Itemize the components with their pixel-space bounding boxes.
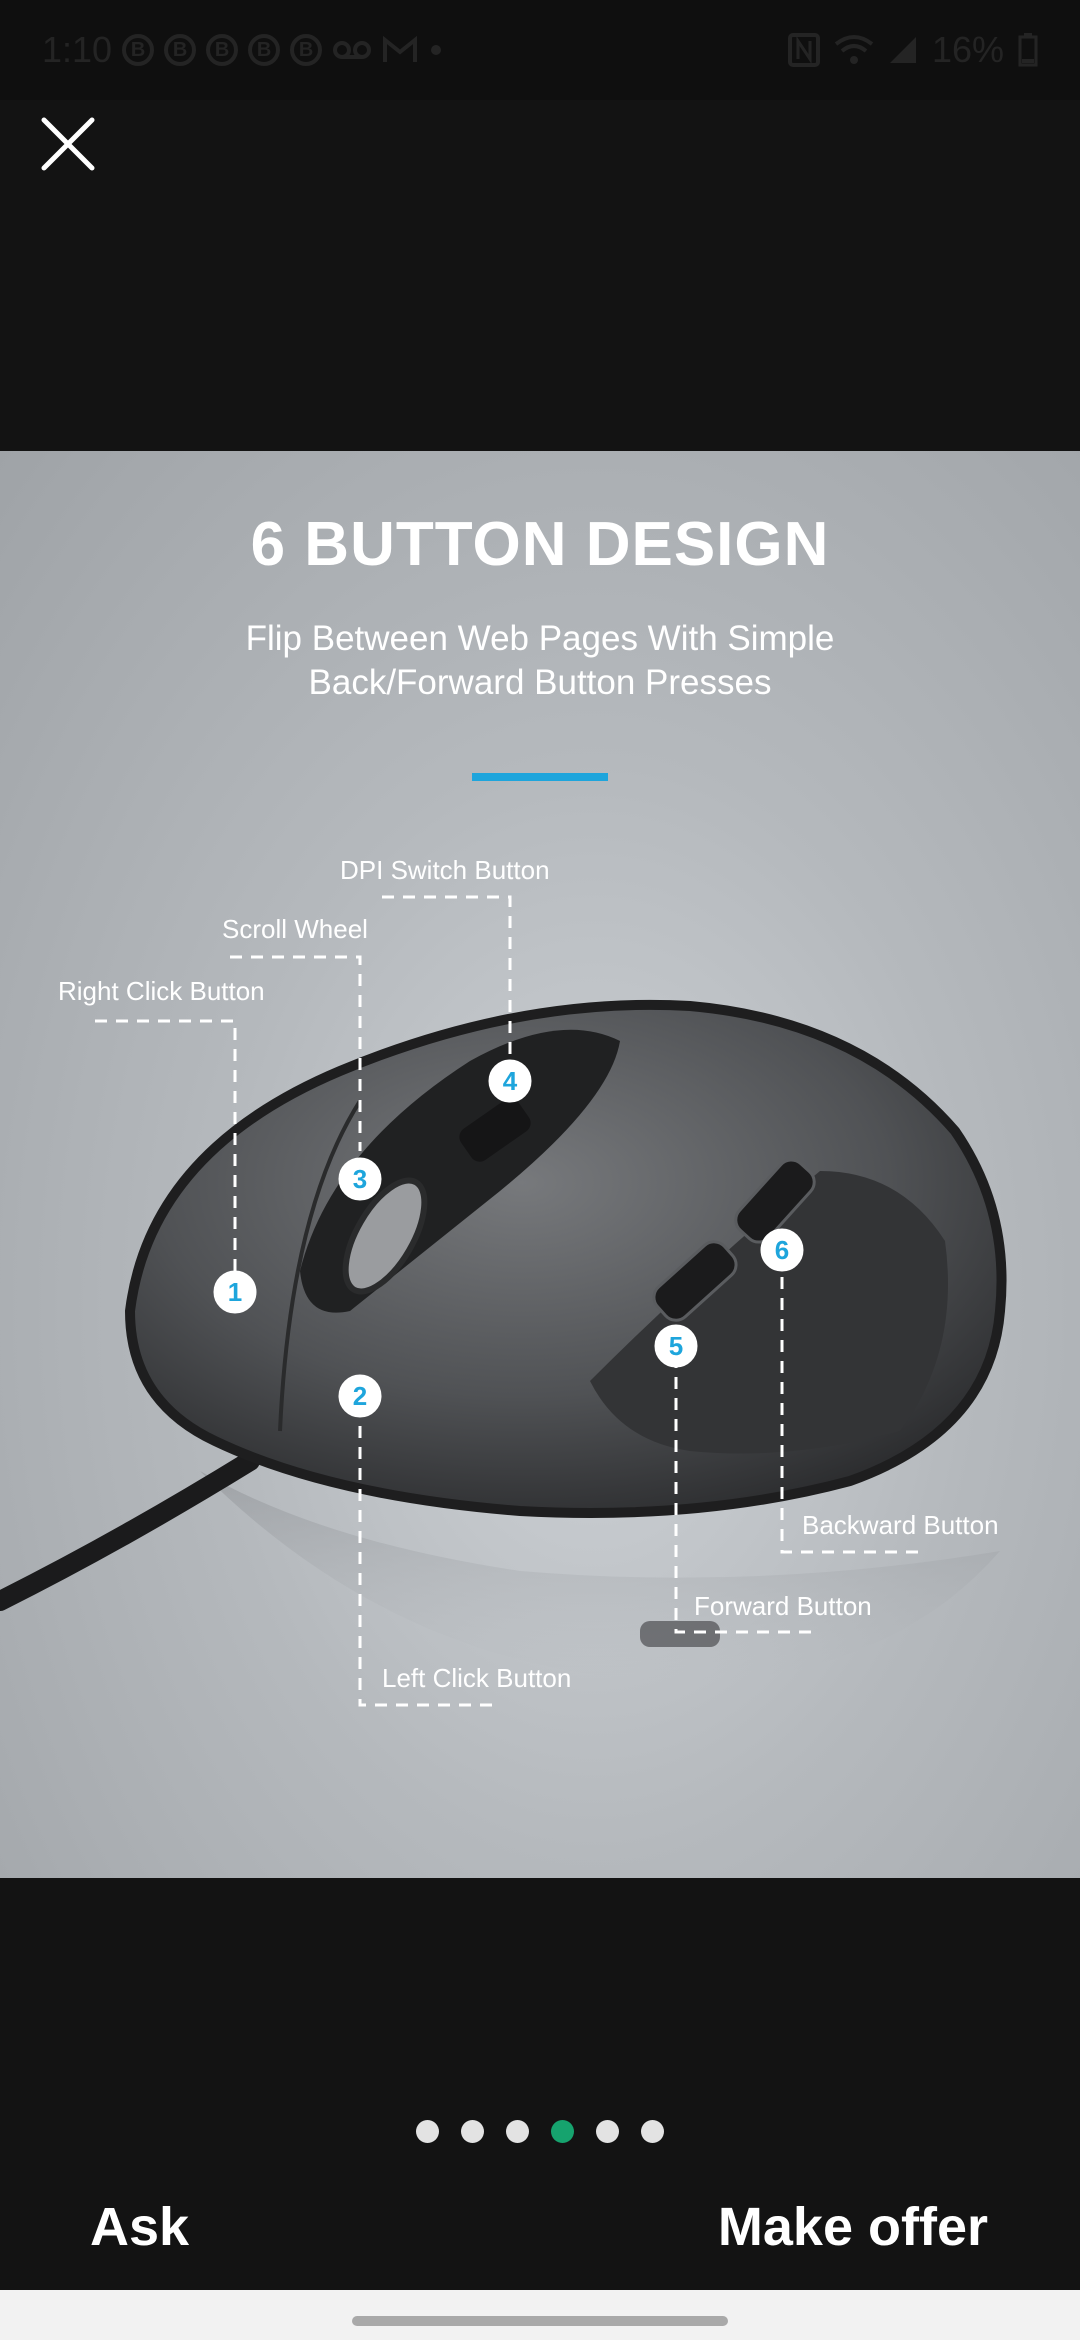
dot-icon — [431, 45, 442, 55]
callout-number-4: 4 — [503, 1066, 518, 1096]
carousel-dot-4[interactable] — [551, 2120, 574, 2143]
nfc-icon — [787, 33, 820, 67]
b-notification-icon: B — [164, 34, 197, 66]
carousel-dot-2[interactable] — [461, 2120, 484, 2143]
callout-right-click: Right Click Button — [58, 976, 265, 1006]
callout-number-5: 5 — [669, 1331, 683, 1361]
b-notification-icon: B — [248, 34, 281, 66]
battery-icon — [1018, 33, 1038, 67]
carousel-dot-6[interactable] — [641, 2120, 664, 2143]
mouse-illustration: 1 2 3 4 5 6 — [0, 895, 1007, 1707]
accent-bar — [472, 773, 608, 781]
home-indicator[interactable] — [352, 2316, 728, 2326]
status-bar: 1:10 B B B B B 16% — [0, 0, 1080, 100]
callout-backward: Backward Button — [802, 1510, 999, 1540]
signal-icon — [889, 37, 916, 63]
status-time: 1:10 — [42, 29, 113, 70]
callout-number-6: 6 — [775, 1235, 789, 1265]
product-image[interactable]: 6 BUTTON DESIGN Flip Between Web Pages W… — [0, 451, 1080, 1878]
b-notification-icon: B — [206, 34, 239, 66]
carousel-dot-1[interactable] — [416, 2120, 439, 2143]
status-left: 1:10 B B B B B — [42, 22, 444, 78]
image-subtitle: Flip Between Web Pages With Simple Back/… — [0, 617, 1080, 705]
image-subtitle-line-2: Back/Forward Button Presses — [308, 663, 772, 702]
make-offer-button[interactable]: Make offer — [717, 2197, 988, 2257]
callout-left-click: Left Click Button — [382, 1663, 572, 1693]
close-icon — [41, 117, 95, 171]
ask-button[interactable]: Ask — [90, 2197, 190, 2257]
image-subtitle-line-1: Flip Between Web Pages With Simple — [245, 619, 835, 658]
gmail-icon — [383, 36, 418, 62]
battery-level: 16% — [931, 29, 1004, 70]
image-title: 6 BUTTON DESIGN — [250, 510, 830, 579]
carousel-dots — [0, 2120, 1080, 2143]
b-notification-icon: B — [290, 34, 323, 66]
carousel-dot-3[interactable] — [506, 2120, 529, 2143]
status-right: 16% — [787, 22, 1038, 78]
callout-scroll-wheel: Scroll Wheel — [222, 914, 368, 944]
callout-dpi-switch: DPI Switch Button — [340, 855, 550, 885]
carousel-dot-5[interactable] — [596, 2120, 619, 2143]
navigation-bar — [0, 2290, 1080, 2340]
callout-forward: Forward Button — [694, 1591, 872, 1621]
wifi-icon — [834, 35, 874, 64]
close-button[interactable] — [36, 112, 100, 176]
callout-number-1: 1 — [228, 1277, 242, 1307]
callout-number-2: 2 — [353, 1381, 367, 1411]
voicemail-icon — [333, 41, 372, 59]
b-notification-icon: B — [122, 34, 155, 66]
callout-number-3: 3 — [353, 1164, 367, 1194]
